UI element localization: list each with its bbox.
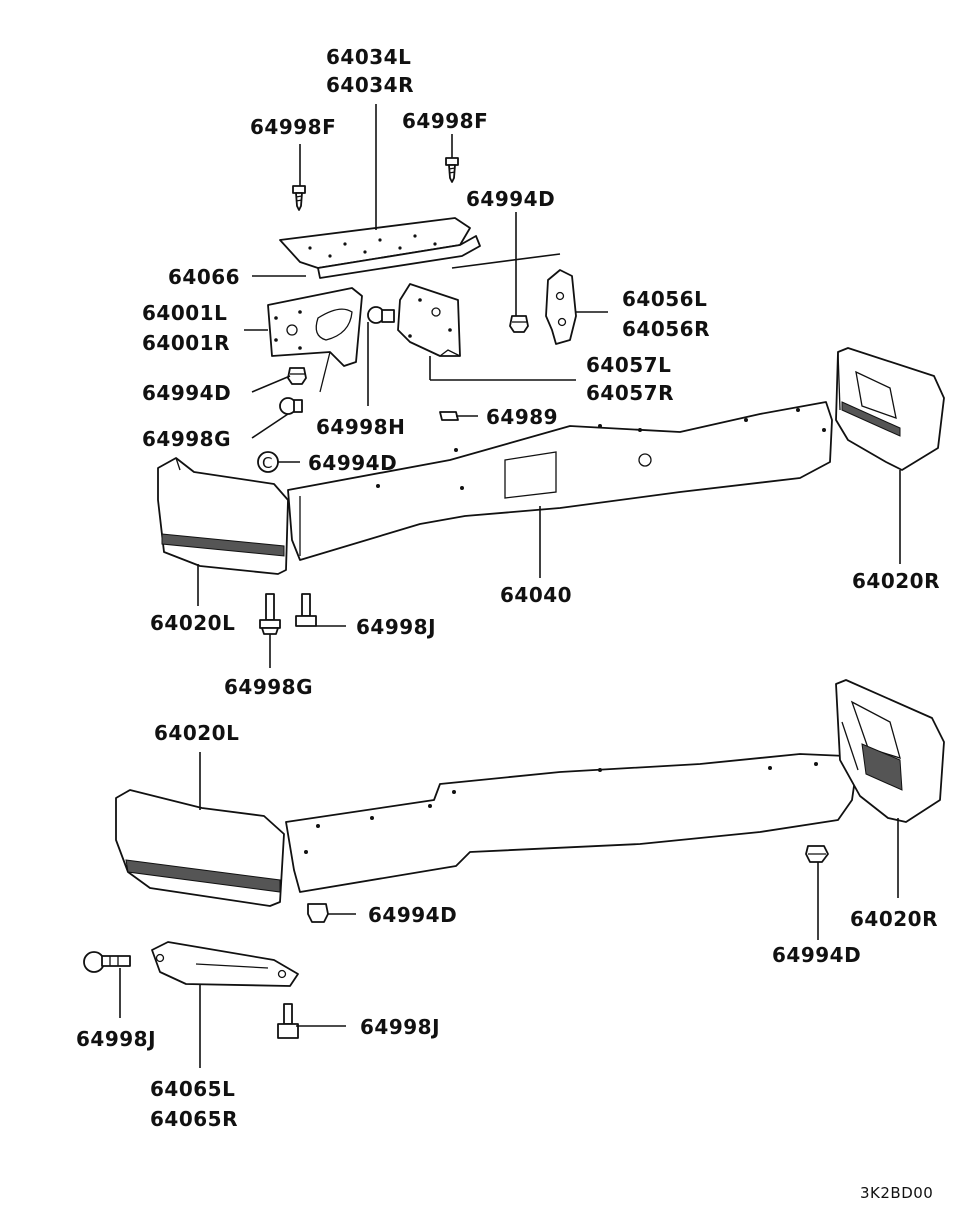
label-64998G-mid: 64998G <box>142 427 231 451</box>
bolt-64998H <box>367 306 395 324</box>
nut-64994D-top <box>509 315 529 333</box>
label-64994D-low-right: 64994D <box>772 943 861 967</box>
bumper-bar-64040 <box>287 401 833 561</box>
leader-lines-upper <box>197 104 901 668</box>
label-64056R: 64056R <box>622 317 710 341</box>
bumper-end-left-64020L-upper <box>157 457 289 575</box>
step-plate-64034 <box>279 217 481 279</box>
bolt-64998G-mid <box>279 397 303 415</box>
clip-64994D-c: C <box>257 451 279 473</box>
label-64057R: 64057R <box>586 381 674 405</box>
label-64998J-top: 64998J <box>356 615 436 639</box>
clip-64989 <box>439 411 459 421</box>
diagram-code: 3K2BD00 <box>860 1184 933 1202</box>
bracket-64001 <box>267 287 363 367</box>
label-64056L: 64056L <box>622 287 707 311</box>
label-64998F-left: 64998F <box>250 115 336 139</box>
label-64020L-top: 64020L <box>150 611 235 635</box>
label-64040: 64040 <box>500 583 572 607</box>
bracket-64056 <box>545 269 577 345</box>
label-64994D-mid: 64994D <box>142 381 231 405</box>
label-64066: 64066 <box>168 265 240 289</box>
label-64065R: 64065R <box>150 1107 238 1131</box>
label-64994D-low-left: 64994D <box>368 903 457 927</box>
label-64998J-low-mid: 64998J <box>360 1015 440 1039</box>
label-64034L: 64034L <box>326 45 411 69</box>
label-64020R-bottom: 64020R <box>850 907 938 931</box>
bolt-64998J-low-left <box>83 951 131 973</box>
nut-64994D-low-left <box>307 903 329 923</box>
label-64989: 64989 <box>486 405 558 429</box>
nut-64994D-mid <box>287 367 307 385</box>
label-64998J-low-left: 64998J <box>76 1027 156 1051</box>
screw-64998F-left <box>292 185 306 211</box>
label-64020R-top: 64020R <box>852 569 940 593</box>
bumper-end-left-64020L-lower <box>115 789 285 907</box>
label-64998F-right: 64998F <box>402 109 488 133</box>
label-64065L: 64065L <box>150 1077 235 1101</box>
label-64020L-bottom: 64020L <box>154 721 239 745</box>
label-64994D-c: 64994D <box>308 451 397 475</box>
label-64001R: 64001R <box>142 331 230 355</box>
label-64034R: 64034R <box>326 73 414 97</box>
label-64998H: 64998H <box>316 415 405 439</box>
bracket-64065 <box>151 941 299 987</box>
bumper-end-right-64020R-lower <box>835 679 945 823</box>
bumper-bar-lower <box>285 753 857 893</box>
screw-64998F-right <box>445 157 459 183</box>
part-labels: 64034L 64034R 64998F 64998F 64994D 64066… <box>76 45 940 1202</box>
clip-marker: C <box>262 454 273 472</box>
label-64001L: 64001L <box>142 301 227 325</box>
label-64998G-bottom: 64998G <box>224 675 313 699</box>
nut-64994D-low-right <box>805 845 829 863</box>
bracket-64057 <box>397 283 461 357</box>
label-64057L: 64057L <box>586 353 671 377</box>
bumper-end-right-64020R-upper <box>835 347 945 471</box>
bolt-64998G-bottom <box>259 593 281 635</box>
bolt-64998J-low-mid <box>277 1003 299 1039</box>
label-64994D-top: 64994D <box>466 187 555 211</box>
leader-lines-lower <box>119 752 899 1068</box>
bolt-64998J-top <box>295 593 317 627</box>
